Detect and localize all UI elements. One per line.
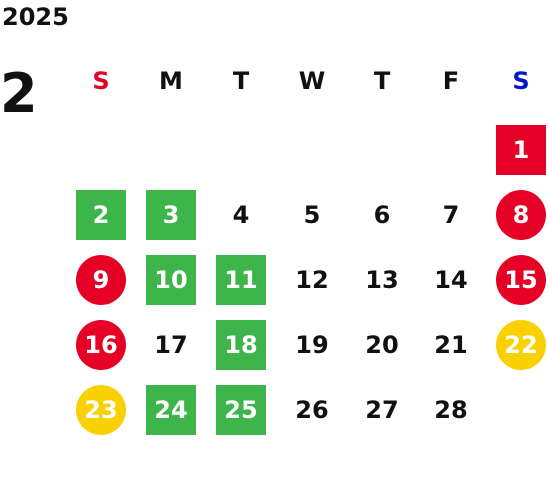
day-cell-11: 11 <box>216 255 266 305</box>
day-cell-18: 18 <box>216 320 266 370</box>
weekday-header-wednesday: W <box>298 67 326 95</box>
day-cell-9: 9 <box>76 255 126 305</box>
weekday-header-thursday: T <box>373 67 391 95</box>
day-cell-21: 21 <box>434 331 468 359</box>
day-cell-4: 4 <box>232 201 250 229</box>
day-cell-8: 8 <box>496 190 546 240</box>
weekday-header-friday: F <box>442 67 460 95</box>
day-cell-2: 2 <box>76 190 126 240</box>
day-cell-12: 12 <box>295 266 329 294</box>
weekday-header-monday: M <box>159 67 183 95</box>
day-cell-23: 23 <box>76 385 126 435</box>
day-cell-7: 7 <box>442 201 460 229</box>
day-cell-3: 3 <box>146 190 196 240</box>
day-cell-13: 13 <box>365 266 399 294</box>
day-cell-19: 19 <box>295 331 329 359</box>
weekday-header-tuesday: T <box>232 67 250 95</box>
day-cell-27: 27 <box>365 396 399 424</box>
weekday-header-saturday: S <box>512 67 530 95</box>
weekday-header-sunday: S <box>92 67 110 95</box>
day-cell-28: 28 <box>434 396 468 424</box>
day-cell-22: 22 <box>496 320 546 370</box>
day-cell-6: 6 <box>373 201 391 229</box>
day-cell-16: 16 <box>76 320 126 370</box>
day-cell-20: 20 <box>365 331 399 359</box>
day-cell-24: 24 <box>146 385 196 435</box>
day-cell-10: 10 <box>146 255 196 305</box>
calendar-month: 2 <box>0 62 38 125</box>
calendar-year: 2025 <box>2 3 69 31</box>
day-cell-15: 15 <box>496 255 546 305</box>
day-cell-1: 1 <box>496 125 546 175</box>
day-cell-25: 25 <box>216 385 266 435</box>
day-cell-5: 5 <box>303 201 321 229</box>
day-cell-17: 17 <box>154 331 188 359</box>
day-cell-14: 14 <box>434 266 468 294</box>
day-cell-26: 26 <box>295 396 329 424</box>
